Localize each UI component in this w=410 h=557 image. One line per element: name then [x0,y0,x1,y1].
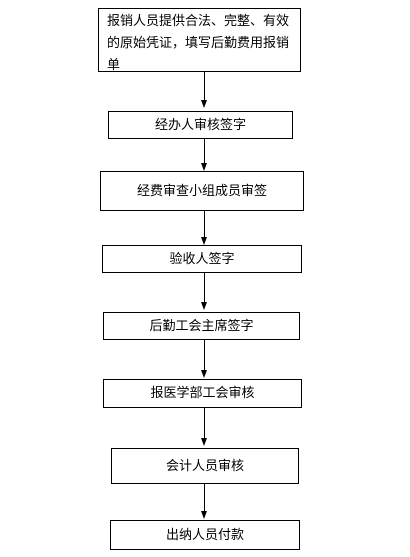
arrow-6 [201,408,207,446]
step-cashier-payment: 出纳人员付款 [110,520,300,550]
step-acceptor-sign: 验收人签字 [102,245,302,273]
arrow-2 [201,139,207,171]
step-submit-reimbursement: 报销人员提供合法、完整、有效的原始凭证，填写后勤费用报销单 [98,8,301,73]
arrow-3 [201,211,207,245]
step-handler-sign: 经办人审核签字 [108,111,293,139]
step-audit-group-sign: 经费审查小组成员审签 [100,171,304,211]
step-medical-union-review: 报医学部工会审核 [103,379,302,408]
step-union-chair-sign: 后勤工会主席签字 [103,312,300,340]
arrow-5 [201,340,207,378]
arrow-1 [201,72,207,108]
arrow-4 [201,273,207,310]
step-accountant-review: 会计人员审核 [111,448,299,484]
arrow-7 [201,484,207,519]
